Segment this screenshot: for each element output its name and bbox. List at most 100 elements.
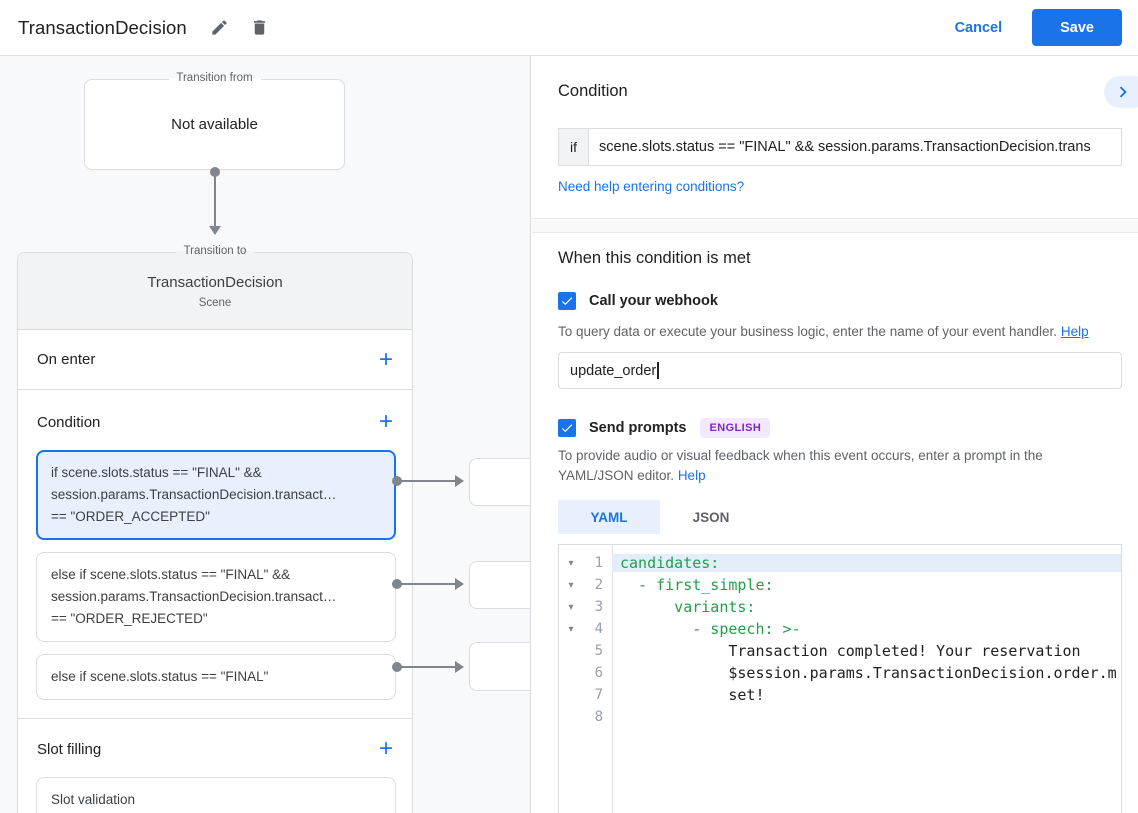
connector-line	[400, 583, 456, 585]
add-slot-button[interactable]: +	[372, 735, 400, 763]
arrow-down-icon	[209, 226, 221, 235]
transition-from-box: Transition from Not available	[84, 72, 345, 170]
add-on-enter-button[interactable]: +	[372, 346, 400, 374]
language-badge: ENGLISH	[700, 418, 771, 438]
text-cursor	[657, 362, 659, 379]
prompts-description-text: To provide audio or visual feedback when…	[558, 448, 1043, 483]
condition-text-line: session.params.TransactionDecision.trans…	[51, 589, 337, 604]
collapse-panel-button[interactable]	[1104, 76, 1138, 108]
fold-arrow-icon[interactable]: ▾	[568, 601, 574, 613]
code-line: ▾ 2 - first_simple:	[559, 574, 1121, 596]
connector-dot	[392, 579, 402, 589]
code-line: 8	[559, 706, 1121, 728]
webhook-name-input[interactable]: update_order	[558, 352, 1122, 389]
arrow-right-icon	[455, 661, 464, 673]
connector-line	[214, 176, 216, 227]
line-number: 1	[594, 555, 603, 571]
transition-target-box[interactable]	[469, 642, 530, 691]
yaml-code-editor[interactable]: ▾ 1 candidates: ▾ 2 - first_simple: ▾ 3 …	[558, 544, 1122, 813]
on-enter-label: On enter	[37, 351, 96, 368]
condition-input-row: if scene.slots.status == "FINAL" && sess…	[558, 128, 1122, 166]
condition-section-header: Condition +	[18, 390, 412, 450]
condition-card-rejected[interactable]: else if scene.slots.status == "FINAL" &&…	[36, 552, 396, 642]
header-actions: Cancel Save	[955, 9, 1122, 46]
webhook-help-link[interactable]: Help	[1060, 324, 1089, 339]
transition-from-content: Not available	[171, 116, 258, 133]
delete-scene-button[interactable]	[247, 15, 273, 41]
connector-dot	[210, 167, 220, 177]
add-condition-button[interactable]: +	[372, 408, 400, 436]
prompts-label: Send prompts	[589, 420, 687, 436]
condition-help-link[interactable]: Need help entering conditions?	[558, 179, 745, 194]
fold-arrow-icon[interactable]: ▾	[568, 557, 574, 569]
cancel-button[interactable]: Cancel	[954, 19, 1003, 36]
slot-filling-section: Slot filling + Slot validation	[18, 719, 412, 813]
edit-title-button[interactable]	[207, 15, 233, 41]
condition-text-line: == "ORDER_REJECTED"	[51, 611, 208, 626]
webhook-description-text: To query data or execute your business l…	[558, 324, 1058, 339]
webhook-checkbox[interactable]	[558, 292, 576, 310]
condition-editor-panel: Condition if scene.slots.status == "FINA…	[532, 56, 1138, 813]
slot-validation-card[interactable]: Slot validation	[36, 777, 396, 813]
condition-section: Condition + if scene.slots.status == "FI…	[18, 390, 412, 719]
condition-card-accepted[interactable]: if scene.slots.status == "FINAL" && sess…	[36, 450, 396, 540]
prompts-help-link[interactable]: Help	[677, 468, 706, 483]
connector-dot	[392, 476, 402, 486]
condition-expression-input[interactable]: scene.slots.status == "FINAL" && session…	[599, 139, 1091, 155]
when-met-title: When this condition is met	[558, 249, 751, 267]
connector-dot	[392, 662, 402, 672]
chevron-right-icon	[1112, 81, 1134, 103]
connector-line	[400, 480, 456, 482]
line-number: 4	[594, 621, 603, 637]
line-number: 2	[594, 577, 603, 593]
code-line: 6 $session.params.TransactionDecision.or…	[559, 662, 1121, 684]
condition-card-final[interactable]: else if scene.slots.status == "FINAL"	[36, 654, 396, 700]
code-text: set!	[620, 686, 765, 704]
webhook-check-row: Call your webhook	[558, 292, 1122, 310]
arrow-right-icon	[455, 578, 464, 590]
transition-to-card: Transition to TransactionDecision Scene …	[17, 245, 413, 813]
code-line: 5 Transaction completed! Your reservatio…	[559, 640, 1121, 662]
line-number: 7	[594, 687, 603, 703]
code-line: ▾ 4 - speech: >-	[559, 618, 1121, 640]
connector-line	[400, 666, 456, 668]
code-text: variants:	[620, 598, 756, 616]
code-line: ▾ 1 candidates:	[559, 552, 1121, 574]
condition-panel-title: Condition	[558, 82, 628, 100]
webhook-label: Call your webhook	[589, 293, 718, 309]
code-text: Transaction completed! Your reservation	[620, 642, 1081, 660]
on-enter-row: On enter +	[18, 330, 412, 390]
scene-diagram-panel: Transition from Not available Transition…	[0, 56, 531, 813]
checkmark-icon	[560, 294, 574, 308]
code-line: 7 set!	[559, 684, 1121, 706]
page-title: TransactionDecision	[18, 16, 187, 38]
transition-to-legend: Transition to	[175, 245, 255, 257]
scene-name: TransactionDecision	[147, 273, 283, 291]
tab-json[interactable]: JSON	[660, 500, 762, 534]
save-button[interactable]: Save	[1032, 9, 1122, 46]
code-text: - speech: >-	[620, 620, 801, 638]
transition-target-box[interactable]	[469, 458, 530, 506]
slot-filling-label: Slot filling	[37, 740, 102, 758]
editor-tabs: YAML JSON	[558, 500, 1122, 534]
fold-arrow-icon[interactable]: ▾	[568, 579, 574, 591]
when-met-section: When this condition is met Call your web…	[532, 233, 1138, 813]
line-number: 8	[594, 709, 603, 725]
code-line: ▾ 3 variants:	[559, 596, 1121, 618]
scene-type-label: Scene	[198, 296, 232, 309]
tab-yaml[interactable]: YAML	[558, 500, 660, 534]
prompts-check-row: Send prompts ENGLISH	[558, 418, 1122, 438]
condition-text-line: session.params.TransactionDecision.trans…	[51, 487, 337, 502]
transition-target-box[interactable]	[469, 561, 530, 609]
transition-from-legend: Transition from	[168, 72, 261, 84]
line-number: 5	[594, 643, 603, 659]
scene-card-header[interactable]: TransactionDecision Scene	[18, 253, 412, 330]
fold-arrow-icon[interactable]: ▾	[568, 623, 574, 635]
condition-text-line: else if scene.slots.status == "FINAL"	[51, 669, 269, 684]
prompts-description: To provide audio or visual feedback when…	[558, 446, 1114, 486]
pencil-icon	[210, 18, 229, 37]
prompts-checkbox[interactable]	[558, 419, 576, 437]
condition-text-line: if scene.slots.status == "FINAL" &&	[51, 465, 262, 480]
slot-filling-header: Slot filling +	[18, 719, 412, 777]
condition-header-section: Condition if scene.slots.status == "FINA…	[532, 56, 1138, 218]
